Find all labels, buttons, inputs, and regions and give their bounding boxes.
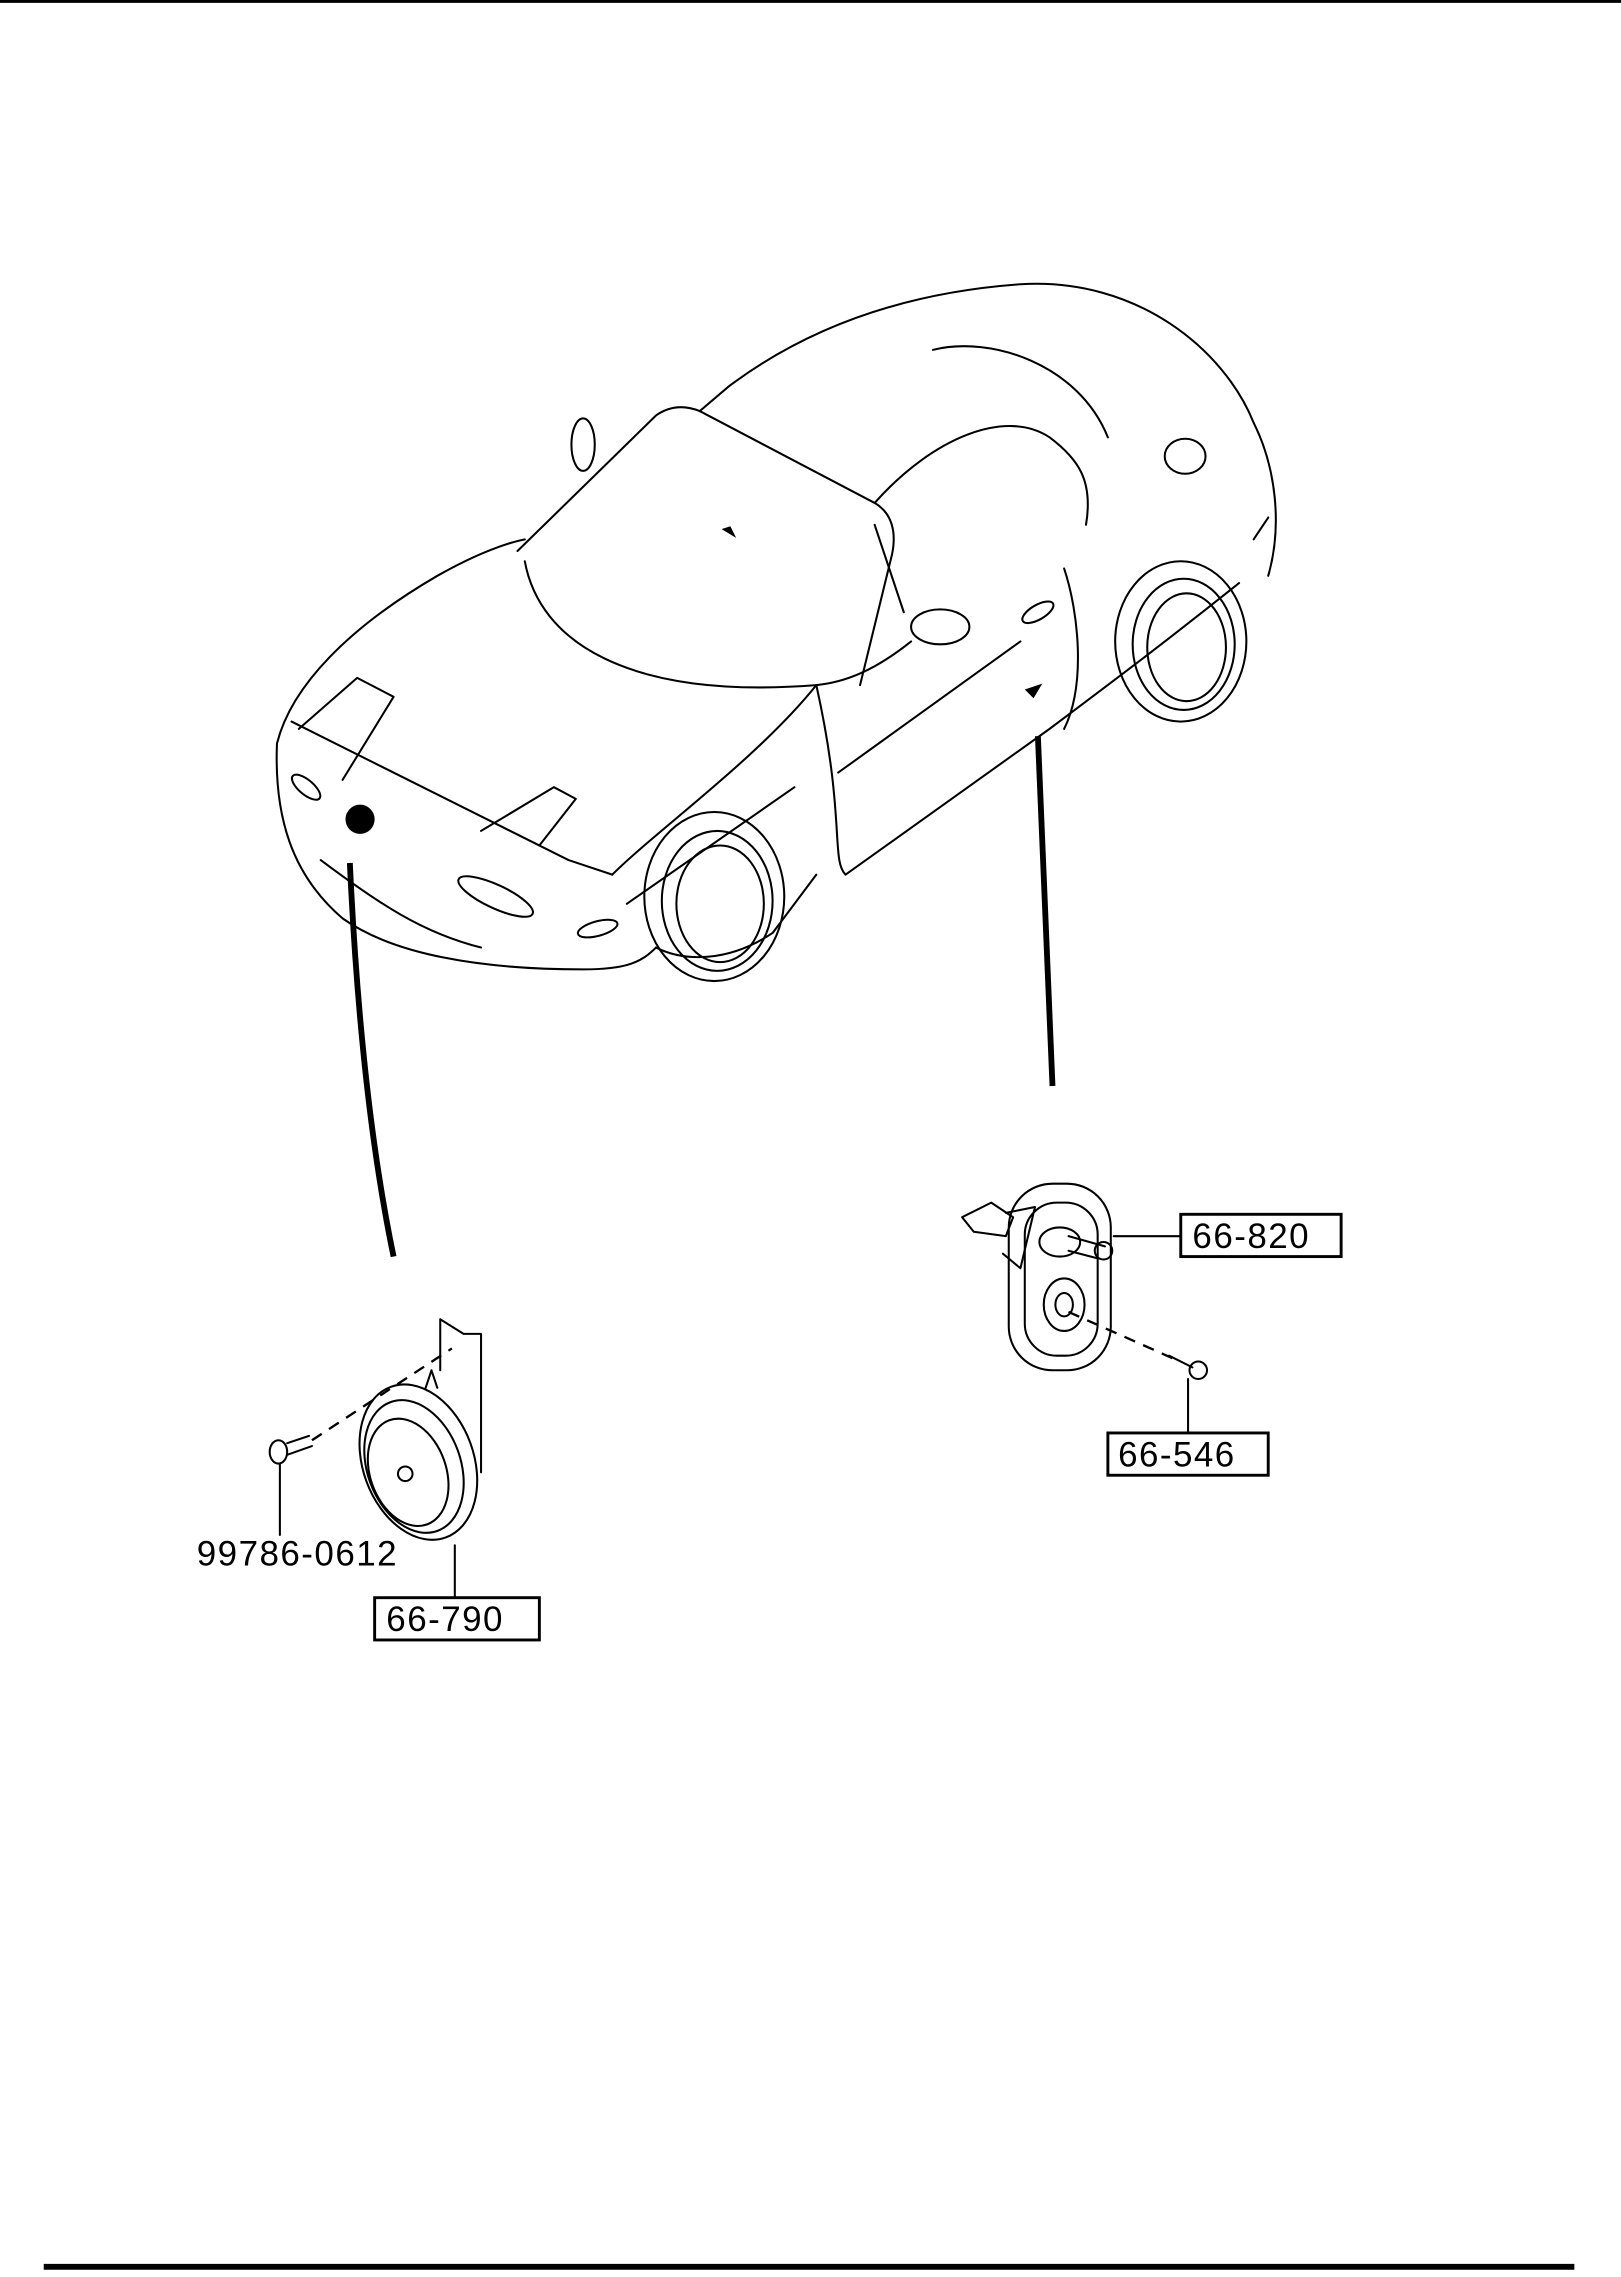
horn-leader-line <box>346 862 397 1258</box>
part-label-box-horn <box>373 1596 541 1642</box>
front-wheel <box>643 810 786 983</box>
part-number-door-switch-screw: 66-546 <box>1118 1435 1236 1474</box>
interior-marker <box>721 526 737 538</box>
door-switch-location-marker <box>1024 683 1043 699</box>
part-label-box-door-switch <box>1179 1212 1343 1259</box>
part-number-horn: 66-790 <box>386 1600 504 1639</box>
rear-wheel <box>1114 560 1248 723</box>
horn-location-marker <box>345 804 375 834</box>
bolt-alignment-line <box>311 1347 453 1442</box>
screw-alignment-line <box>1068 1310 1174 1360</box>
door-switch-leader-line <box>1034 736 1056 1087</box>
horn-part <box>358 1318 483 1541</box>
horn-bolt <box>268 1434 313 1465</box>
part-number-door-switch: 66-820 <box>1192 1217 1310 1256</box>
part-label-box-screw <box>1106 1431 1270 1477</box>
car-illustration <box>275 282 1277 983</box>
door-switch-screw <box>1168 1354 1209 1381</box>
door-switch-part <box>961 1182 1114 1372</box>
part-number-horn-bolt: 99786-0612 <box>197 1535 398 1574</box>
